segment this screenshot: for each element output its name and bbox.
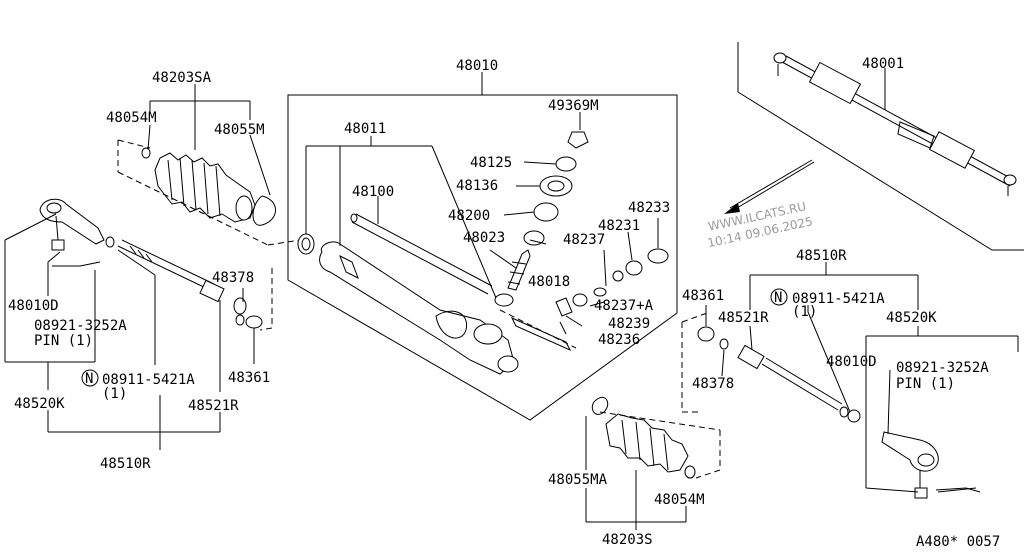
label-48378-right: 48378 [692, 376, 734, 392]
diagram-code: A480* 0057 [916, 534, 1000, 550]
label-48237: 48237 [563, 232, 605, 248]
label-qty-left: (1) [102, 386, 127, 402]
right-leaders [585, 262, 1019, 530]
label-48200: 48200 [448, 208, 490, 224]
label-48010: 48010 [456, 58, 498, 74]
label-48520K-left: 48520K [14, 396, 65, 412]
n-symbol-left-text: N [85, 371, 93, 387]
left-tie-rod-end [39, 198, 115, 267]
label-48361-left: 48361 [228, 370, 270, 386]
label-48055MA: 48055MA [548, 472, 608, 488]
complete-gear-assembly [737, 42, 1024, 251]
label-49369M: 49369M [548, 98, 599, 114]
right-inner-tie-rod [697, 326, 861, 423]
label-48203S: 48203S [602, 532, 653, 548]
pinion-parts [494, 131, 669, 352]
part-labels: 48203SA 48054M 48055M 48010 48011 49369M… [8, 56, 1000, 550]
label-48010D-right: 48010D [826, 354, 877, 370]
n-symbol-right-text: N [774, 290, 782, 306]
label-48521R-left: 48521R [188, 398, 239, 414]
label-08921-left: 08921-3252A [34, 318, 127, 334]
watermark: WWW.ILCATS.RU 10:14 09.06.2025 [706, 199, 814, 250]
label-48520K-right: 48520K [886, 310, 937, 326]
label-48378-left: 48378 [212, 270, 254, 286]
label-48510R-right: 48510R [796, 248, 847, 264]
right-dust-boot [591, 396, 696, 479]
label-48018: 48018 [528, 274, 570, 290]
label-48203SA: 48203SA [152, 70, 212, 86]
label-48001: 48001 [862, 56, 904, 72]
label-48233: 48233 [628, 200, 670, 216]
center-assembly-box [287, 72, 678, 421]
label-48236: 48236 [598, 332, 640, 348]
label-08911-right: 08911-5421A [792, 291, 885, 307]
left-dust-boot [141, 147, 276, 226]
gear-housing [297, 233, 519, 375]
label-qty-right: (1) [792, 304, 817, 320]
left-inner-tie-rod [117, 239, 263, 329]
label-48054M-right: 48054M [654, 492, 705, 508]
label-pin-right: PIN (1) [896, 376, 955, 392]
label-48010D-left: 48010D [8, 298, 59, 314]
label-08921-right: 08921-3252A [896, 360, 989, 376]
label-48023: 48023 [463, 230, 505, 246]
n-symbol-left [81, 369, 99, 387]
label-pin-left: PIN (1) [34, 333, 93, 349]
label-48239: 48239 [608, 316, 650, 332]
left-leaders [4, 213, 255, 450]
label-48521R-right: 48521R [718, 310, 769, 326]
rack-bar [350, 213, 493, 295]
direction-arrow [724, 159, 815, 214]
label-08911-left: 08911-5421A [102, 372, 195, 388]
label-48125: 48125 [470, 155, 512, 171]
label-48510R-left: 48510R [100, 456, 151, 472]
center-leaders [305, 112, 659, 335]
label-48136: 48136 [456, 178, 498, 194]
label-48011: 48011 [344, 121, 386, 137]
label-48100: 48100 [352, 184, 394, 200]
label-48361-right: 48361 [682, 288, 724, 304]
label-48231: 48231 [598, 218, 640, 234]
leader-48203SA [147, 84, 271, 196]
n-symbol-right [770, 288, 788, 306]
right-tie-rod-end [881, 431, 981, 499]
left-dashed-envelope [117, 139, 301, 331]
label-48237A: 48237+A [594, 298, 654, 314]
label-48055M: 48055M [214, 122, 265, 138]
label-48054M-left: 48054M [106, 110, 157, 126]
